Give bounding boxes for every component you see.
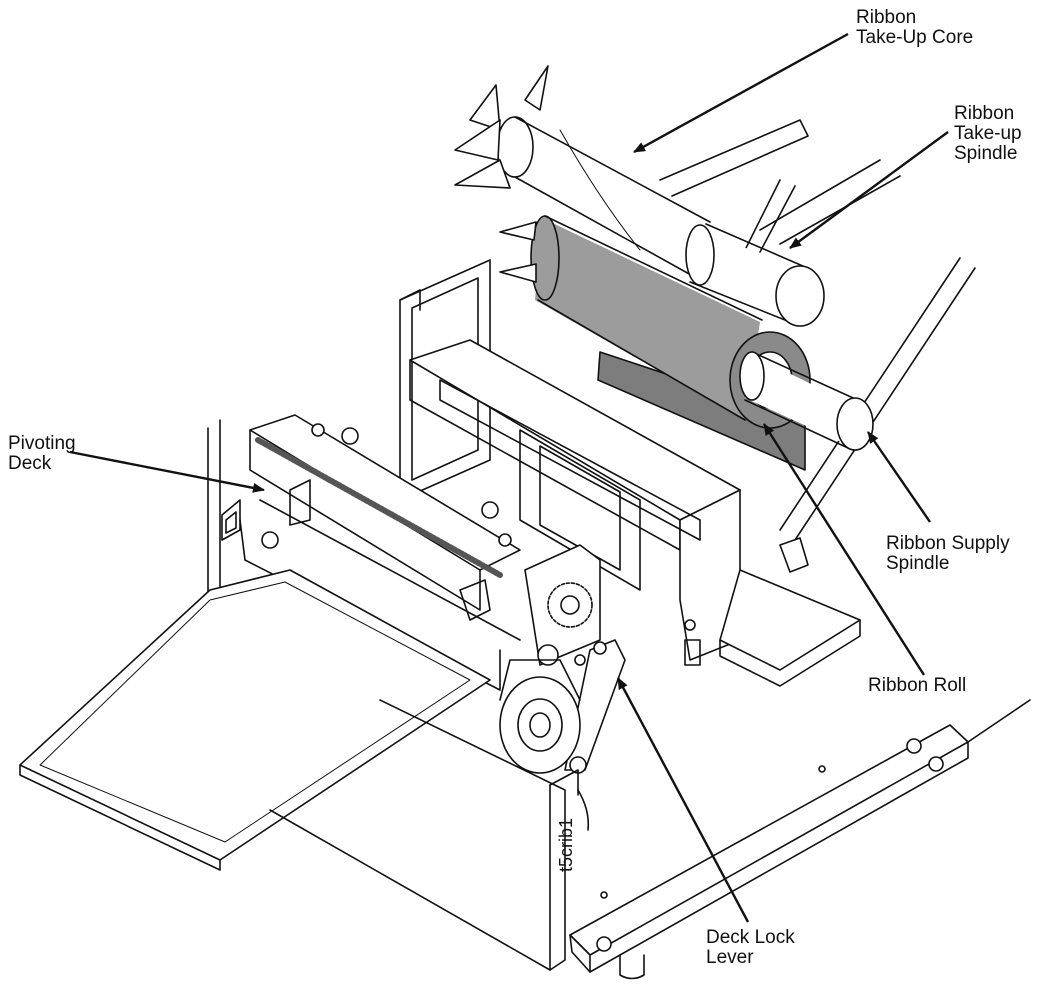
leader-take-up-spindle: [789, 131, 949, 249]
label-line: Take-Up Core: [856, 27, 974, 48]
label-line: Ribbon Supply: [886, 533, 1010, 554]
callout-take-up-core: Ribbon Take-Up Core: [856, 8, 973, 48]
take-up-spindle-cylinder: [685, 223, 825, 327]
gear-assembly: [524, 544, 601, 666]
leader-pivoting-deck: [69, 450, 265, 493]
label-line: Ribbon Roll: [868, 675, 967, 696]
front-bezel: [269, 699, 590, 971]
leader-ribbon-roll: [762, 423, 926, 676]
front-paper-tray: [19, 569, 491, 871]
callout-ribbon-roll: Ribbon Roll: [868, 676, 966, 696]
label-line: Deck Lock: [706, 927, 795, 948]
callout-take-up-spindle: Ribbon Take-up Spindle: [954, 104, 1022, 164]
deck-lock-lever: [564, 639, 626, 774]
figure-id-label: t5crib1: [556, 817, 576, 872]
label-line: Spindle: [954, 143, 1018, 164]
callout-supply-spindle: Ribbon Supply Spindle: [886, 534, 1010, 574]
platen-knob: [499, 659, 581, 774]
label-line: Pivoting: [8, 433, 76, 454]
label-line: Deck: [8, 453, 52, 474]
take-up-core: [454, 65, 711, 281]
supply-spindle: [739, 351, 874, 451]
label-line: Spindle: [886, 553, 950, 574]
print-housing: [409, 339, 741, 666]
base-frame: [569, 699, 1031, 980]
right-support-rods: [744, 179, 976, 541]
leader-supply-spindle: [867, 431, 931, 523]
leader-deck-lock-lever: [616, 677, 750, 923]
right-tray: [719, 537, 861, 687]
callout-deck-lock-lever: Deck Lock Lever: [706, 928, 795, 968]
leader-take-up-core: [633, 32, 849, 154]
label-line: Take-up: [954, 123, 1022, 144]
label-line: Lever: [706, 947, 754, 968]
label-line: Ribbon: [856, 7, 917, 28]
label-line: Ribbon: [954, 103, 1015, 124]
callout-pivoting-deck: Pivoting Deck: [8, 434, 76, 474]
